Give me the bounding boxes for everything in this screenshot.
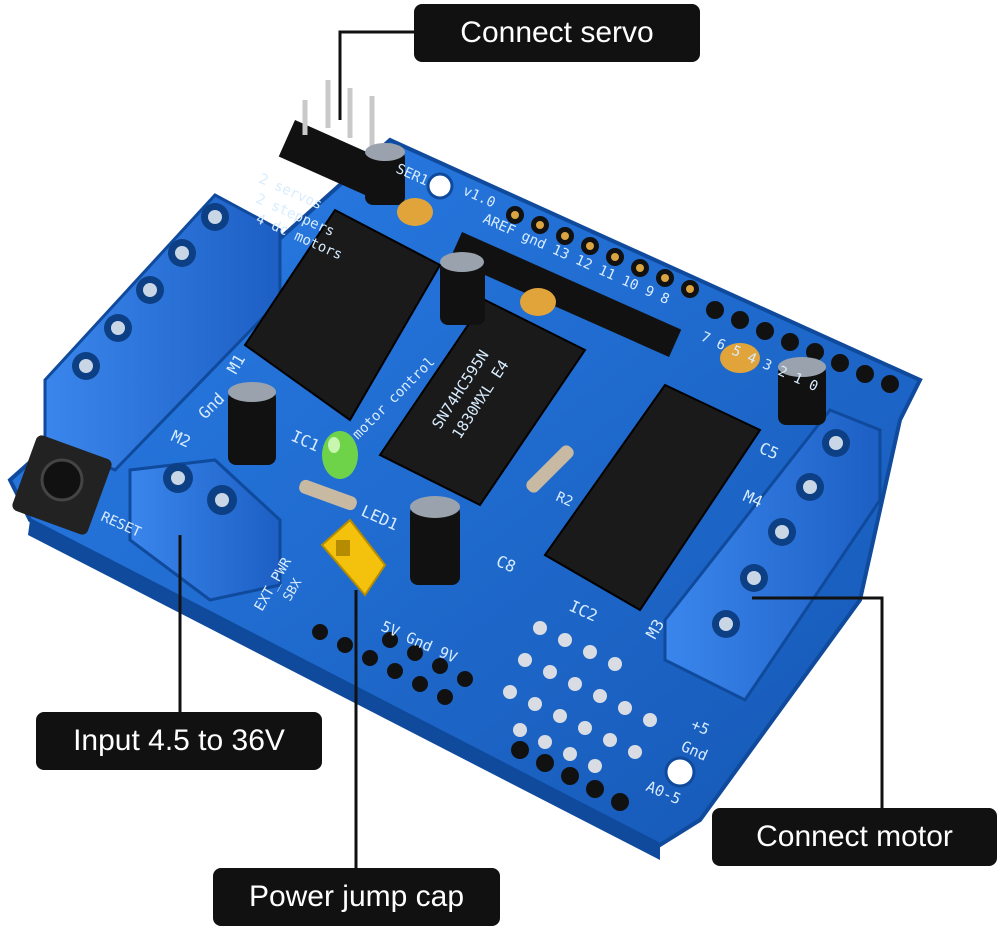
callout-input-voltage: Input 4.5 to 36V — [36, 712, 322, 770]
capacitor — [410, 496, 460, 585]
resistor — [299, 479, 357, 511]
analog-header — [511, 741, 629, 811]
mount-hole — [426, 172, 454, 200]
callout-connect-motor: Connect motor — [712, 808, 997, 866]
chip-ic1 — [243, 208, 442, 422]
capacitor — [228, 382, 276, 465]
chip-ic2 — [543, 383, 762, 612]
callout-power-jump-cap: Power jump cap — [213, 868, 500, 926]
servo-header — [278, 80, 387, 198]
r2-label: R2 — [553, 489, 575, 510]
leader-line-motor — [752, 596, 884, 808]
plus5-label: +5 — [688, 715, 712, 739]
reset-button — [12, 435, 112, 535]
ceramic-capacitor — [720, 343, 760, 373]
callout-connect-servo: Connect servo — [414, 4, 700, 62]
capacitor — [365, 143, 405, 205]
bottom-pin-grid — [503, 621, 657, 773]
digital-header-low — [706, 301, 899, 393]
led — [322, 431, 358, 479]
power-pin-row — [312, 624, 473, 705]
resistor — [526, 445, 574, 493]
mount-hole — [664, 756, 696, 788]
terminal-block-right — [663, 408, 882, 702]
capacitor — [440, 252, 485, 325]
pcb-edge — [28, 520, 660, 860]
leader-line-servo — [338, 30, 415, 120]
power-jumper-cap — [320, 518, 387, 597]
ceramic-capacitor — [520, 288, 556, 316]
digital-header-high — [449, 206, 699, 358]
chip-ic-middle — [378, 298, 587, 507]
capacitor — [778, 357, 826, 425]
terminal-block-power — [128, 458, 282, 602]
ceramic-capacitor — [397, 198, 433, 226]
